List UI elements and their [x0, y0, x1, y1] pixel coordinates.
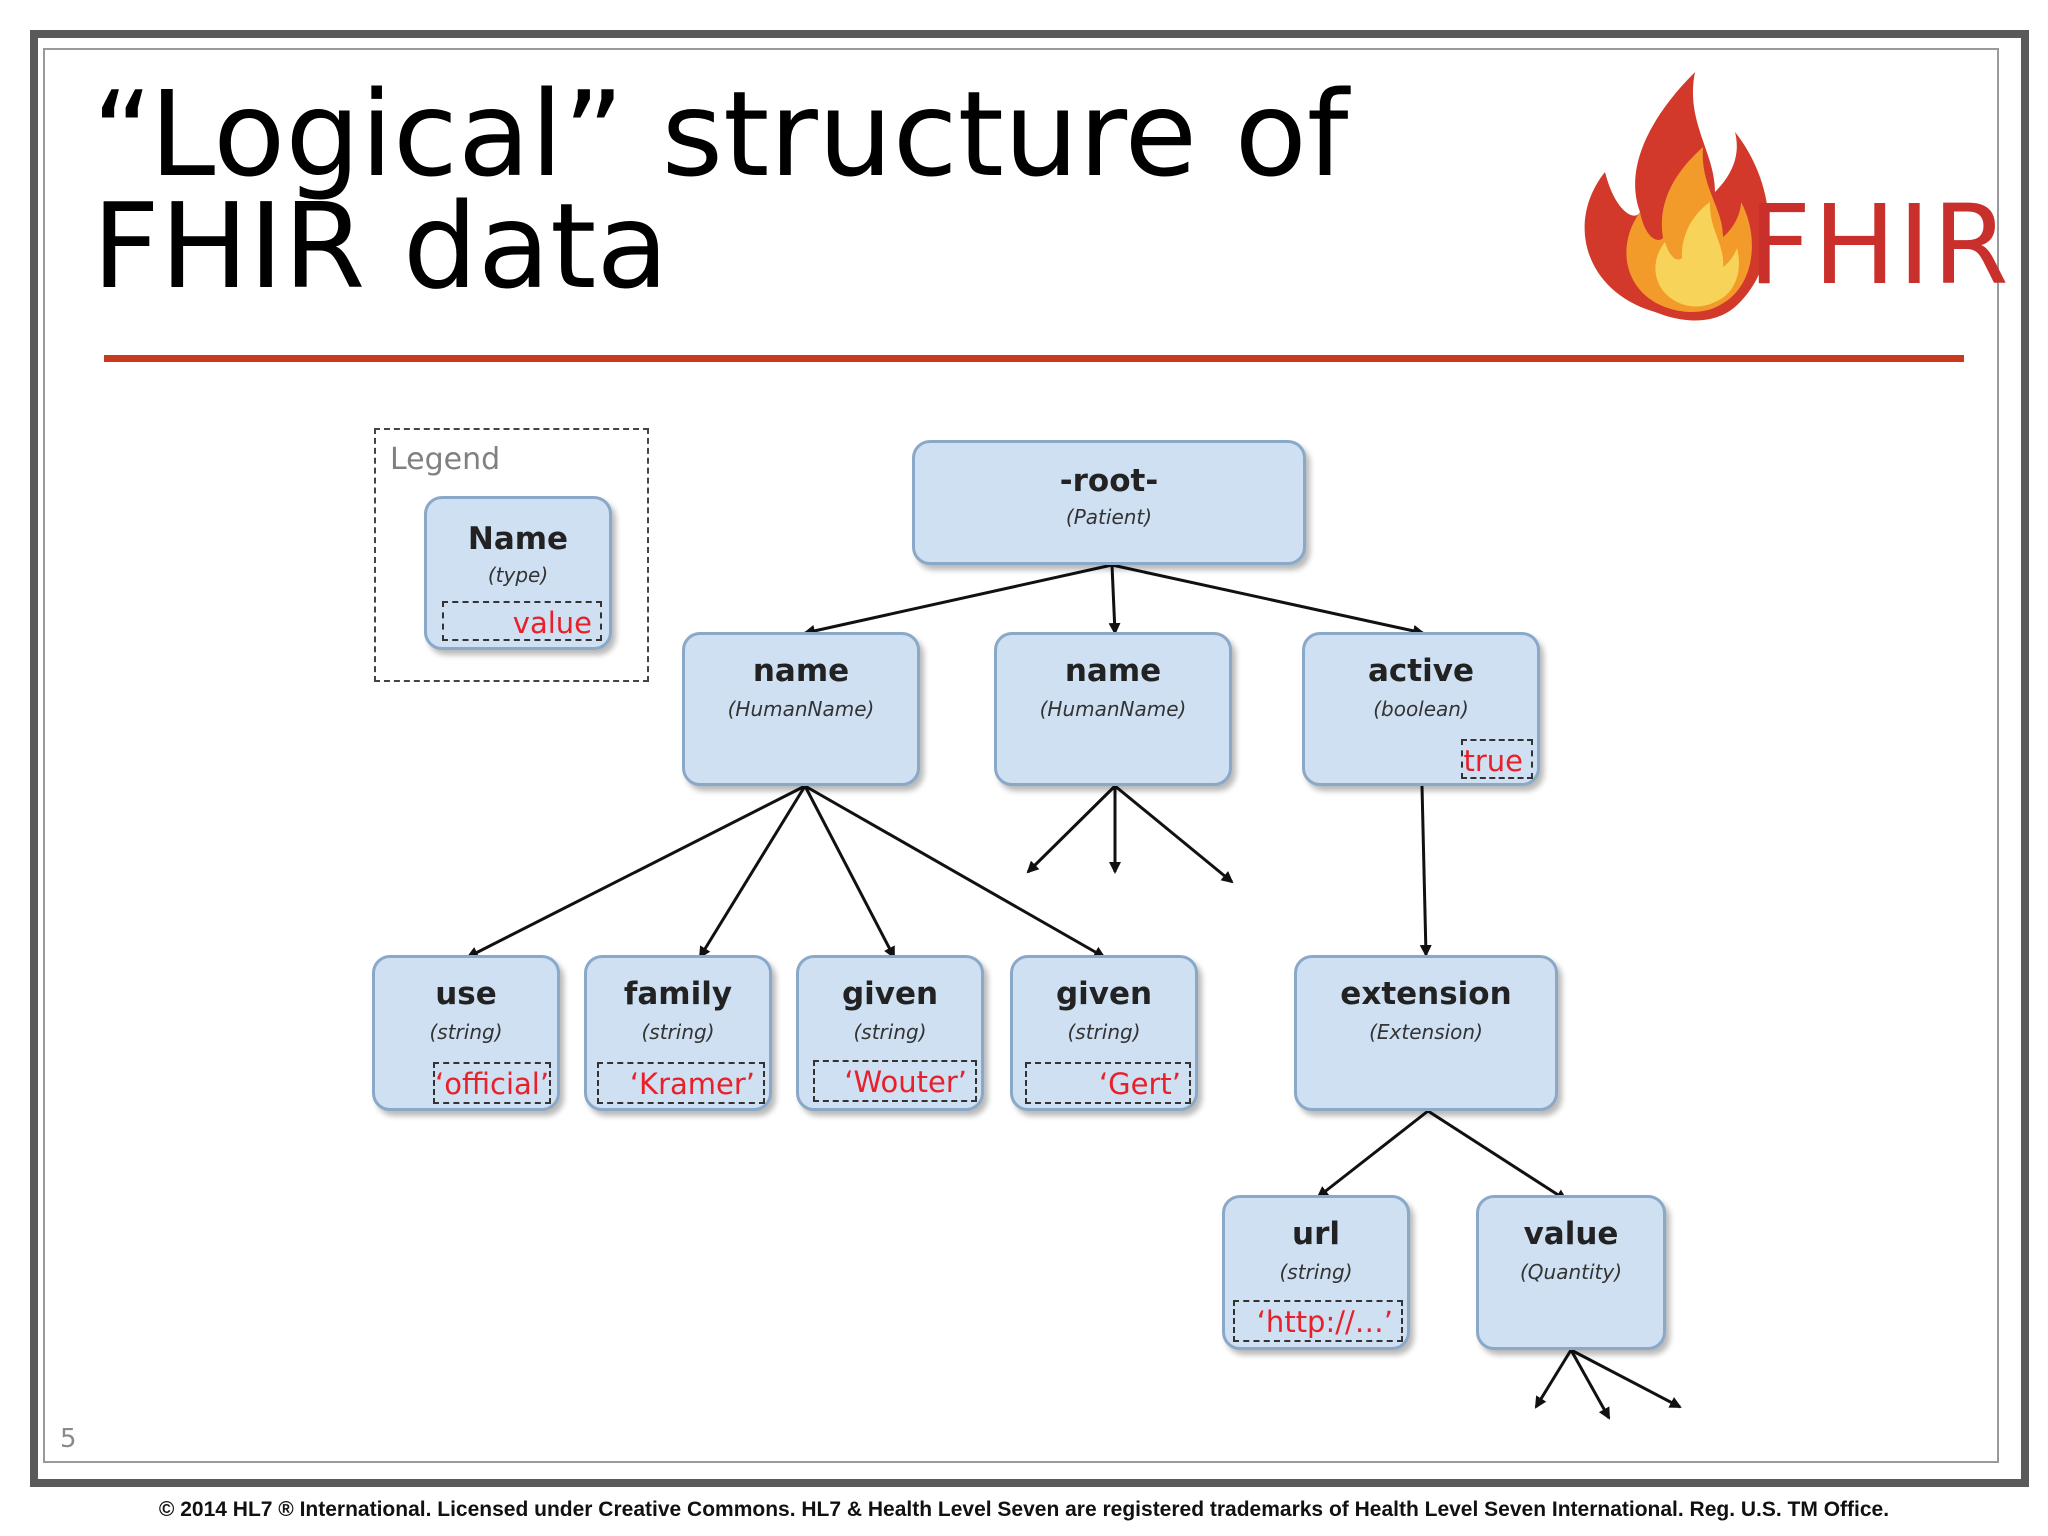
- legend-label: Legend: [390, 442, 501, 477]
- legend-node-type: (type): [487, 563, 549, 587]
- node-use-name: use: [435, 976, 497, 1012]
- node-use-value: ‘official’: [433, 1062, 551, 1104]
- node-name-2: name (HumanName): [994, 632, 1232, 786]
- copyright-footer: © 2014 HL7 ® International. Licensed und…: [158, 1498, 1890, 1521]
- node-given-1-value: ‘Wouter’: [813, 1060, 977, 1102]
- node-given-2: given (string) ‘Gert’: [1010, 955, 1198, 1111]
- node-given-2-value: ‘Gert’: [1025, 1062, 1191, 1104]
- node-name-1-type: (HumanName): [727, 697, 875, 721]
- node-given-1-name: given: [841, 976, 939, 1012]
- node-url: url (string) ‘http://…’: [1222, 1195, 1410, 1350]
- node-family-type: (string): [641, 1020, 715, 1044]
- node-given-1-type: (string): [853, 1020, 927, 1044]
- node-extension-type: (Extension): [1369, 1020, 1483, 1044]
- node-family-name: family: [623, 976, 733, 1012]
- fhir-flame-icon: [1584, 72, 1769, 321]
- node-url-name: url: [1292, 1216, 1340, 1252]
- node-name-1: name (HumanName): [682, 632, 920, 786]
- slide-frame: [30, 30, 2029, 1487]
- slide-number: 5: [60, 1424, 77, 1454]
- node-active-type: (boolean): [1373, 697, 1469, 721]
- node-family-value: ‘Kramer’: [597, 1062, 765, 1104]
- node-name-2-type: (HumanName): [1039, 697, 1187, 721]
- node-family: family (string) ‘Kramer’: [584, 955, 772, 1111]
- node-name-1-name: name: [752, 653, 850, 689]
- legend-node: Name (type) value: [424, 496, 612, 650]
- node-root-type: (Patient): [1065, 505, 1153, 529]
- node-url-value: ‘http://…’: [1233, 1300, 1403, 1342]
- node-given-1: given (string) ‘Wouter’: [796, 955, 984, 1111]
- node-value-type: (Quantity): [1519, 1260, 1623, 1284]
- node-active-value: true: [1461, 739, 1533, 779]
- node-given-2-name: given: [1055, 976, 1153, 1012]
- legend-box: [374, 428, 649, 682]
- node-use: use (string) ‘official’: [372, 955, 560, 1111]
- fhir-logo-text: FHIR: [1748, 181, 2011, 309]
- node-extension-name: extension: [1340, 976, 1512, 1012]
- node-root-name: -root-: [1059, 463, 1159, 499]
- node-active-name: active: [1368, 653, 1474, 689]
- node-active: active (boolean) true: [1302, 632, 1540, 786]
- title-divider: [104, 355, 1964, 362]
- slide-title: “Logical” structure of FHIR data: [92, 65, 1349, 315]
- node-use-type: (string): [429, 1020, 503, 1044]
- slide-inner-border: [43, 48, 1999, 1463]
- node-url-type: (string): [1279, 1260, 1353, 1284]
- node-value: value (Quantity): [1476, 1195, 1666, 1350]
- node-given-2-type: (string): [1067, 1020, 1141, 1044]
- node-extension: extension (Extension): [1294, 955, 1558, 1111]
- node-name-2-name: name: [1064, 653, 1162, 689]
- node-root: -root- (Patient): [912, 440, 1306, 565]
- legend-node-value: value: [442, 601, 602, 641]
- node-value-name: value: [1523, 1216, 1619, 1252]
- legend-node-name: Name: [467, 521, 569, 557]
